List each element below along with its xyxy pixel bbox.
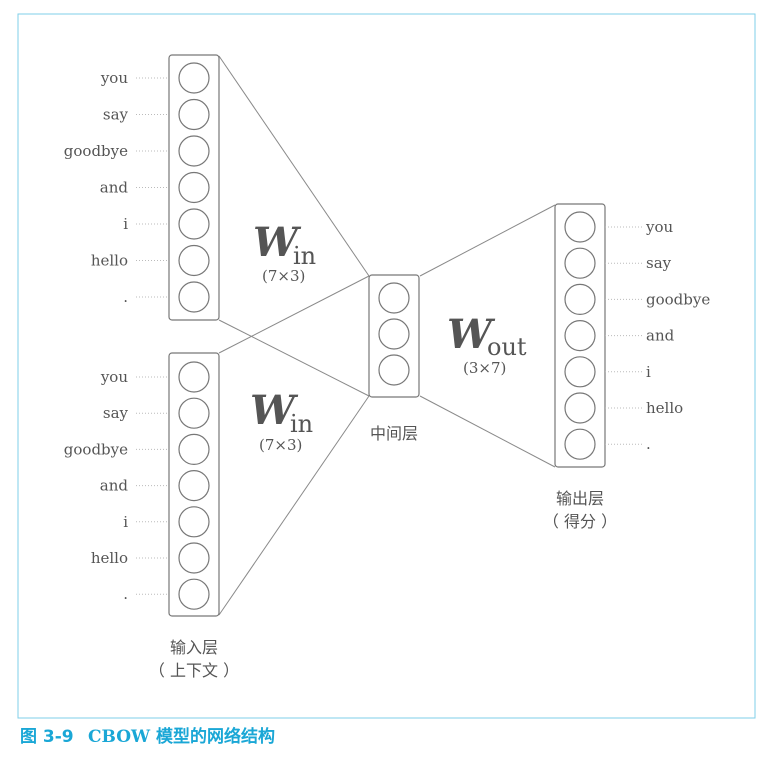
hidden-layer <box>368 274 420 398</box>
hidden-unit-2 <box>378 354 410 386</box>
input-top-word-5: hello <box>91 252 128 270</box>
win-bottom-letter: W <box>250 387 299 434</box>
wout-dim: (3×7) <box>463 359 506 377</box>
weight-wout: W out (3×7) <box>447 311 527 377</box>
output-unit-6 <box>564 428 596 460</box>
win-top-dim: (7×3) <box>262 267 305 285</box>
output-unit-4 <box>564 356 596 388</box>
input-top-word-1: say <box>103 106 129 124</box>
line-bottom-in-upper <box>218 275 370 354</box>
win-bottom-dim: (7×3) <box>259 436 302 454</box>
input-top-word-2: goodbye <box>64 142 128 160</box>
input-top-unit-6 <box>178 281 210 313</box>
hidden-unit-1 <box>378 318 410 350</box>
input-bottom-word-1: say <box>103 404 129 422</box>
input-bottom-unit-6 <box>178 578 210 610</box>
line-out-lower <box>419 395 556 468</box>
input-bottom-word-3: and <box>100 477 129 495</box>
input-top-word-3: and <box>100 179 129 197</box>
input-bottom-word-5: hello <box>91 549 128 567</box>
wout-sub: out <box>487 333 527 361</box>
input-top-word-4: i <box>123 215 128 233</box>
output-word-6: . <box>646 435 651 453</box>
output-word-1: say <box>646 254 672 272</box>
output-word-0: you <box>645 218 674 236</box>
output-word-5: hello <box>646 399 683 417</box>
weight-win-bottom: W in (7×3) <box>250 387 313 454</box>
input-bottom-unit-1 <box>178 397 210 429</box>
output-word-2: goodbye <box>646 290 710 308</box>
win-top-letter: W <box>253 219 302 266</box>
hidden-unit-0 <box>378 282 410 314</box>
input-bottom-unit-5 <box>178 542 210 574</box>
input-top-word-6: . <box>123 288 128 306</box>
line-bottom-in-lower <box>218 395 370 616</box>
input-top-unit-3 <box>178 171 210 204</box>
win-bottom-sub: in <box>290 410 313 438</box>
input-top-unit-2 <box>178 135 210 167</box>
output-layer-sublabel: （ 得分 ） <box>543 512 617 531</box>
output-word-3: and <box>646 327 675 345</box>
output-unit-0 <box>564 211 596 243</box>
figure-frame <box>17 13 756 719</box>
input-bottom-word-6: . <box>123 585 128 603</box>
input-top-unit-1 <box>178 98 210 131</box>
weight-win-top: W in (7×3) <box>253 219 316 285</box>
output-unit-3 <box>564 320 596 352</box>
output-unit-1 <box>564 247 596 279</box>
output-layer-label: 输出层 <box>556 489 604 508</box>
input-layer-label: 输入层 <box>170 638 218 657</box>
input-top-unit-4 <box>178 208 210 240</box>
input-bottom-word-0: you <box>100 368 129 386</box>
output-word-4: i <box>646 363 651 381</box>
input-bottom-unit-4 <box>178 506 210 538</box>
input-bottom-unit-2 <box>178 433 210 465</box>
line-top-in-upper <box>218 55 370 277</box>
win-top-sub: in <box>293 242 316 270</box>
input-bottom-word-2: goodbye <box>64 440 128 458</box>
output-layer: you say goodbye and i hello. <box>554 203 710 468</box>
output-unit-5 <box>564 392 596 424</box>
input-layer-bottom: you say goodbye and i hello. <box>64 352 220 617</box>
input-layer-sublabel: （ 上下文 ） <box>149 661 239 680</box>
input-top-word-0: you <box>100 69 129 87</box>
line-top-in-lower <box>218 319 370 397</box>
input-top-unit-5 <box>178 244 210 277</box>
figure-title: CBOW 模型的网络结构 <box>88 726 275 747</box>
line-out-upper <box>419 204 556 277</box>
hidden-layer-label: 中间层 <box>370 424 418 443</box>
output-unit-2 <box>564 283 596 315</box>
wout-letter: W <box>447 311 496 358</box>
figure-number: 图 3-9 <box>20 727 74 747</box>
input-bottom-unit-3 <box>178 470 210 502</box>
input-layer-top: you say goodbye and i hello. <box>64 54 220 321</box>
connection-lines <box>218 55 556 616</box>
input-bottom-word-4: i <box>123 513 128 531</box>
input-top-unit-0 <box>178 62 210 94</box>
input-bottom-unit-0 <box>178 361 210 393</box>
